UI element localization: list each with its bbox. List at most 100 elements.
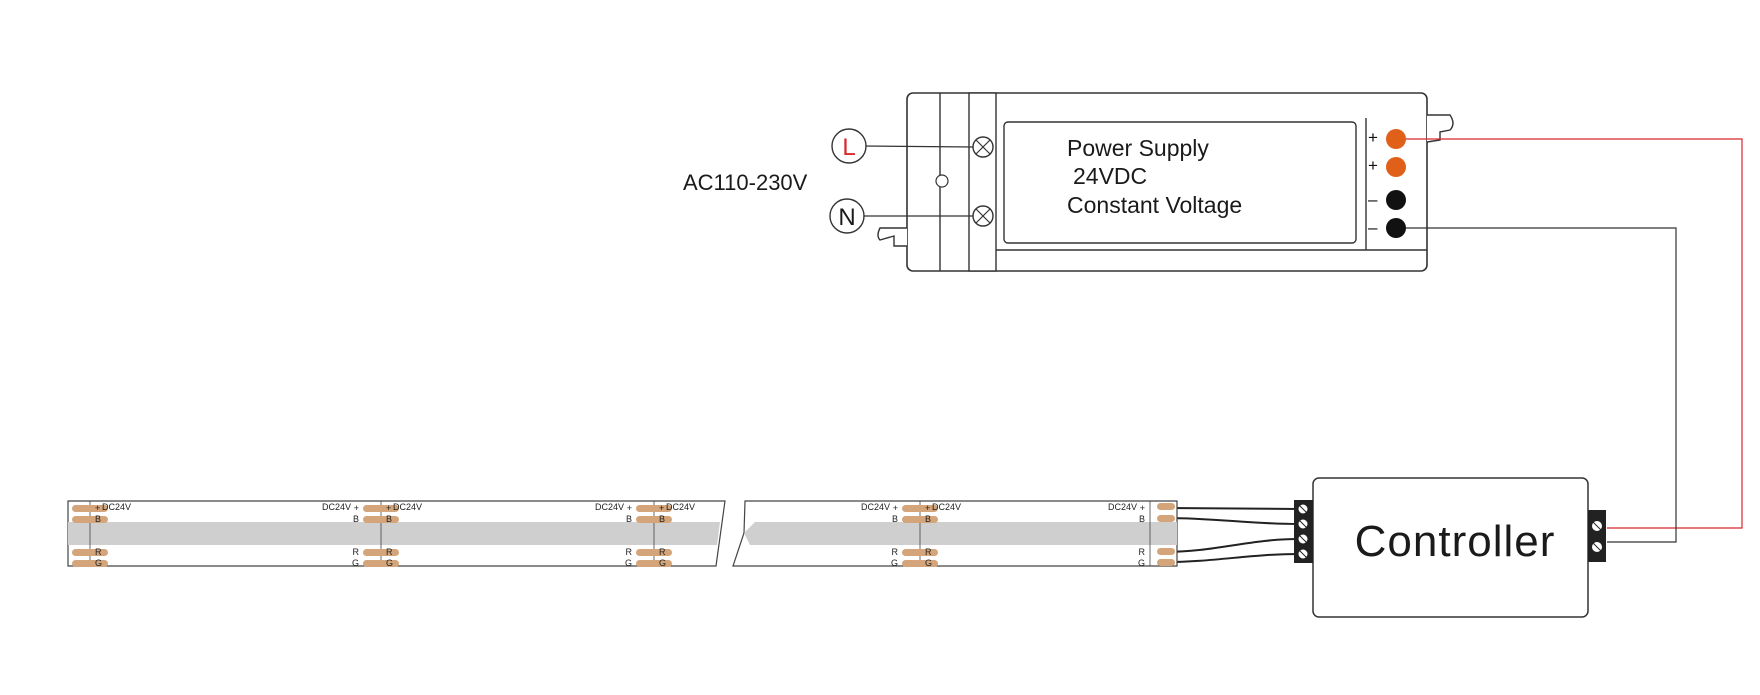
channel-r-label: R — [892, 547, 899, 557]
plus-label: + — [893, 503, 898, 513]
power-supply-mode: Constant Voltage — [1067, 192, 1242, 218]
plus-label: + — [627, 503, 632, 513]
channel-g-label: G — [386, 558, 393, 568]
plus-sign-1: + — [1368, 128, 1378, 147]
dc-voltage-label: DC24V — [393, 502, 422, 512]
controller-input-screw-2 — [1591, 541, 1603, 553]
channel-r-label: R — [626, 547, 633, 557]
negative-output-wire — [1406, 227, 1677, 543]
strip-controller-wires — [1164, 507, 1299, 563]
solder-pad — [363, 516, 399, 523]
channel-r-label: R — [925, 547, 932, 557]
ac-terminal-block — [968, 92, 997, 272]
ac-input-label: AC110-230V — [683, 170, 808, 195]
cut-point-5: DC24V+B RG — [1108, 501, 1151, 568]
plus-label: + — [1140, 503, 1145, 513]
dc-voltage-label: DC24V — [861, 502, 890, 512]
solder-pad — [72, 549, 108, 556]
minus-sign-2: – — [1368, 218, 1378, 237]
channel-g-label: G — [352, 558, 359, 568]
live-circle — [831, 128, 867, 164]
controller: Controller — [1294, 477, 1606, 618]
solder-pad — [72, 560, 108, 567]
channel-r-label: R — [353, 547, 360, 557]
solder-pad — [363, 549, 399, 556]
power-supply-label-panel — [1003, 121, 1357, 244]
dc-voltage-label: DC24V — [666, 502, 695, 512]
power-supply: L N AC110-230V Power Supply 24VDC Consta… — [683, 92, 1454, 272]
right-mounting-tab — [1426, 114, 1454, 143]
channel-g-label: G — [95, 558, 102, 568]
plus-label: + — [925, 503, 930, 513]
positive-terminal-1 — [1386, 129, 1406, 149]
controller-input-screw-1 — [1591, 520, 1603, 532]
live-label: L — [842, 134, 855, 161]
dc-voltage-label: DC24V — [595, 502, 624, 512]
plus-label: + — [659, 503, 664, 513]
live-marker: L — [831, 128, 867, 164]
channel-g-label: G — [625, 558, 632, 568]
plus-label: + — [95, 503, 100, 513]
channel-r-label: R — [659, 547, 666, 557]
positive-terminal-2 — [1386, 157, 1406, 177]
strip-cut-points: +DC24VBRG+DC24VBRGDC24V+BRG+DC24VBRGDC24… — [72, 501, 1151, 568]
ground-node — [935, 174, 949, 188]
screw-live — [972, 136, 994, 158]
solder-pad — [902, 505, 938, 512]
channel-b-label: B — [95, 514, 101, 524]
plus-sign-2: + — [1368, 156, 1378, 175]
solder-pad — [636, 560, 672, 567]
controller-input-terminal — [1588, 510, 1606, 562]
negative-terminal-1 — [1386, 190, 1406, 210]
solder-pad — [636, 549, 672, 556]
neutral-circle — [829, 198, 865, 234]
channel-b-label: B — [659, 514, 665, 524]
channel-b-label: B — [1139, 514, 1145, 524]
solder-pad — [902, 549, 938, 556]
left-mounting-tab — [877, 227, 907, 247]
solder-pad — [636, 516, 672, 523]
channel-b-label: B — [353, 514, 359, 524]
channel-g-label: G — [891, 558, 898, 568]
positive-output-wire — [1406, 138, 1743, 529]
negative-terminal-2 — [1386, 218, 1406, 238]
plus-label: + — [386, 503, 391, 513]
channel-r-label: R — [386, 547, 393, 557]
solder-pad — [363, 560, 399, 567]
neutral-marker: N — [829, 198, 865, 234]
dc-voltage-label: DC24V — [1108, 502, 1137, 512]
power-supply-title: Power Supply — [1067, 135, 1209, 161]
strip-segment-left-band — [68, 522, 720, 545]
channel-b-label: B — [925, 514, 931, 524]
channel-r-label: R — [95, 547, 102, 557]
controller-label: Controller — [1355, 517, 1556, 566]
channel-r-label: R — [1139, 547, 1146, 557]
live-wire — [863, 145, 974, 148]
strip-segment-right-band — [744, 522, 1177, 545]
controller-output-terminal — [1294, 500, 1313, 563]
screw-neutral — [972, 205, 994, 227]
solder-pad — [636, 505, 672, 512]
led-strip: +DC24VBRG+DC24VBRGDC24V+BRG+DC24VBRGDC24… — [67, 500, 1178, 568]
plus-label: + — [354, 503, 359, 513]
solder-pad — [902, 516, 938, 523]
solder-pad — [363, 505, 399, 512]
strip-segment-right — [732, 500, 1178, 567]
dc-voltage-label: DC24V — [932, 502, 961, 512]
channel-g-label: G — [925, 558, 932, 568]
strip-end-pads — [1157, 503, 1175, 566]
strip-segment-left — [67, 500, 726, 567]
channel-g-label: G — [1138, 558, 1145, 568]
solder-pad — [72, 516, 108, 523]
solder-pad — [72, 505, 108, 512]
channel-g-label: G — [659, 558, 666, 568]
power-supply-voltage: 24VDC — [1073, 163, 1147, 189]
neutral-label: N — [838, 204, 855, 231]
minus-sign-1: – — [1368, 190, 1378, 209]
solder-pad — [902, 560, 938, 567]
dc-voltage-label: DC24V — [322, 502, 351, 512]
